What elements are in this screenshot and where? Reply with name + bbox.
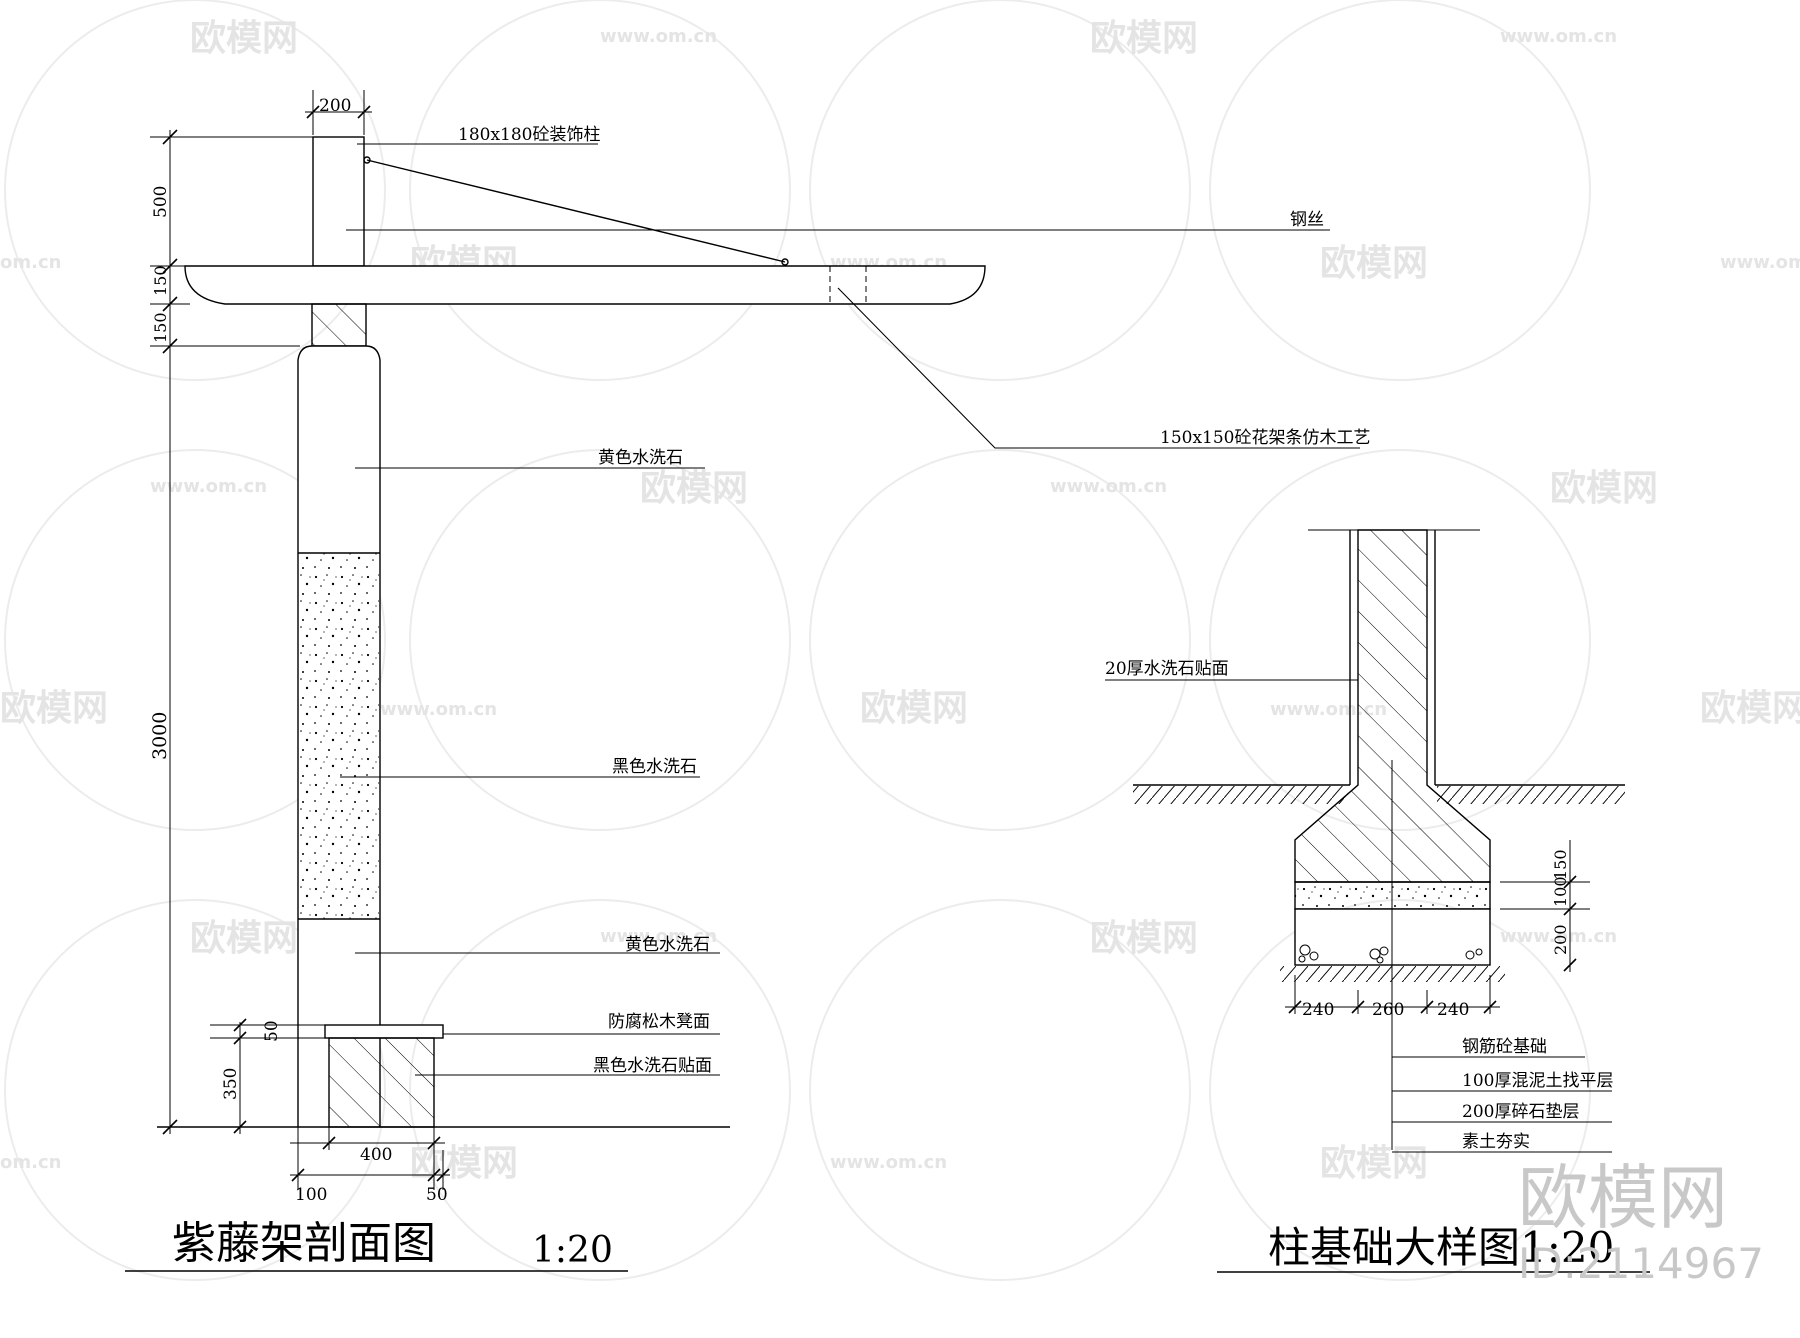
watermark-rings xyxy=(4,0,1591,1281)
watermark-brand: 欧模网 xyxy=(1550,468,1658,509)
leader-lines xyxy=(340,143,1360,1076)
footing-detail xyxy=(1105,529,1650,1273)
corner-id: ID:2114967 xyxy=(1518,1239,1764,1288)
bench-seat xyxy=(324,1024,444,1039)
watermark-brand: 欧模网 xyxy=(190,918,298,959)
label-yellow-stone-lower: 黄色水洗石 xyxy=(625,935,710,955)
footing-annotations: 20厚水洗石贴面 240 260 240 150 100 200 钢筋砼基础 1… xyxy=(1105,659,1614,1272)
ground-hatch xyxy=(1437,786,1625,804)
decorative-post xyxy=(312,136,365,267)
label-soil: 素土夯实 xyxy=(1462,1132,1530,1152)
label-rc-base: 钢筋砼基础 xyxy=(1462,1037,1547,1057)
watermark-site: www.om.cn xyxy=(150,476,267,497)
watermark-site: www.om.cn xyxy=(1500,926,1617,947)
dim-offset-left: 100 xyxy=(295,1185,327,1205)
bench-body xyxy=(328,1037,435,1128)
watermark-brand: 欧模网 xyxy=(1320,1143,1428,1184)
label-steel-wire: 钢丝 xyxy=(1290,210,1324,230)
pergola-annotations: 200 500 150 150 3000 50 350 400 100 50 1… xyxy=(149,96,1370,1271)
watermark-brand: 欧模网 xyxy=(640,468,748,509)
corner-brand: 欧模网 xyxy=(1518,1157,1728,1239)
dim-footing-right: 240 xyxy=(1437,1000,1469,1020)
dim-offset-right: 50 xyxy=(426,1185,448,1205)
watermark-site-short: om.cn xyxy=(0,252,61,273)
watermark-site: www.om.cn xyxy=(380,699,497,720)
watermark-site: www.om.cn xyxy=(1500,26,1617,47)
pergola-title: 紫藤架剖面图 xyxy=(172,1218,436,1269)
dim-layer-mid: 100 xyxy=(1551,876,1570,907)
dim-bench-top: 50 xyxy=(262,1020,282,1042)
black-stone-band xyxy=(299,553,379,919)
label-bench-side: 黑色水洗石贴面 xyxy=(593,1056,712,1076)
label-screed: 100厚混泥土找平层 xyxy=(1462,1071,1613,1091)
wire-anchor xyxy=(363,156,371,164)
watermark-layer: 欧模网 欧模网 欧模网 欧模网 欧模网 欧模网 欧模网 欧模网 欧模网 欧模网 … xyxy=(0,0,1800,1281)
label-bench-face: 防腐松木凳面 xyxy=(608,1012,710,1032)
watermark-brand: 欧模网 xyxy=(1320,243,1428,284)
dim-beam-lower: 150 xyxy=(151,312,170,343)
label-yellow-stone-upper: 黄色水洗石 xyxy=(598,448,683,468)
column-cap-block xyxy=(311,303,367,347)
gravel-stones xyxy=(1298,944,1483,964)
label-deco-post: 180x180砼装饰柱 xyxy=(458,125,600,145)
dim-footing-mid: 260 xyxy=(1372,1000,1404,1020)
footing-title: 柱基础大样图1:20 xyxy=(1268,1223,1614,1272)
dim-post-head: 500 xyxy=(151,186,171,218)
dim-column-height: 3000 xyxy=(149,712,171,760)
label-beam: 150x150砼花架条仿木工艺 xyxy=(1160,428,1370,448)
wire-anchor xyxy=(781,258,789,266)
watermark-brand: 欧模网 xyxy=(860,688,968,729)
leader-lines xyxy=(1105,679,1612,1153)
steel-wire xyxy=(366,159,786,263)
watermark-site: www.om.cn xyxy=(600,926,717,947)
pergola-section xyxy=(125,90,1360,1272)
label-gravel: 200厚碎石垫层 xyxy=(1462,1102,1579,1122)
dim-layer-top: 150 xyxy=(1551,849,1570,880)
watermark-brand: 欧模网 xyxy=(1700,688,1800,729)
watermark-site: www.om.cn xyxy=(600,26,717,47)
watermark-brand: 欧模网 xyxy=(410,1143,518,1184)
watermark-brand: 欧模网 xyxy=(190,18,298,59)
watermark-site: www.om.cn xyxy=(830,1152,947,1173)
label-black-stone: 黑色水洗石 xyxy=(612,757,697,777)
dim-bench-height: 350 xyxy=(221,1068,241,1100)
dim-bench-width: 400 xyxy=(360,1145,392,1165)
corner-watermark: 欧模网 ID:2114967 xyxy=(1518,1157,1764,1288)
pergola-scale: 1:20 xyxy=(532,1230,613,1271)
watermark-brand: 欧模网 xyxy=(1090,18,1198,59)
pergola-beam xyxy=(184,265,986,305)
dim-footing-left: 240 xyxy=(1302,1000,1334,1020)
dim-layer-bottom: 200 xyxy=(1551,924,1570,955)
watermark-brand: 欧模网 xyxy=(0,688,108,729)
dim-top-width: 200 xyxy=(319,96,351,116)
watermark-site-short: om.cn xyxy=(0,1152,61,1173)
ground-hatch xyxy=(1133,786,1348,804)
watermark-brand: 欧模网 xyxy=(1090,918,1198,959)
watermark-site: www.om.cn xyxy=(1720,252,1800,273)
watermark-site: www.om.cn xyxy=(1050,476,1167,497)
label-cladding: 20厚水洗石贴面 xyxy=(1105,659,1229,679)
dim-beam-upper: 150 xyxy=(151,265,170,296)
